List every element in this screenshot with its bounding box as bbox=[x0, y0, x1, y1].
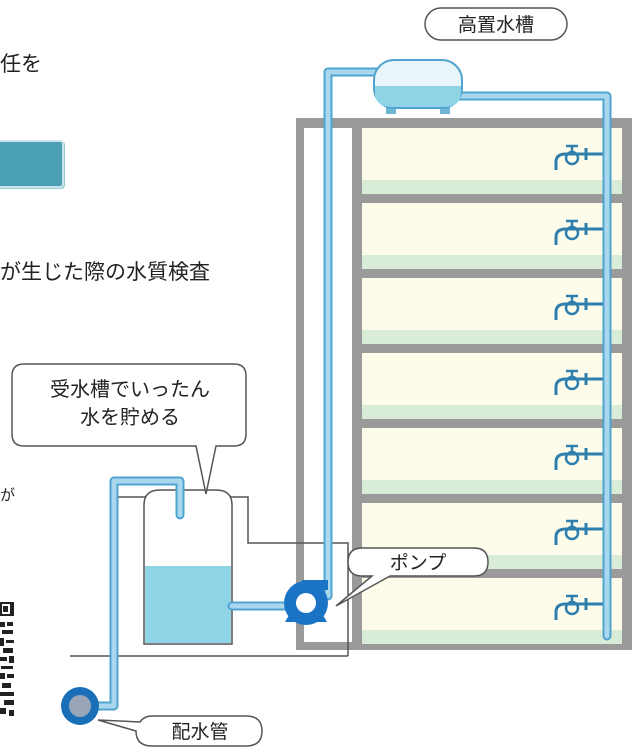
receiving-tank-label-line1: 受水槽でいったん bbox=[50, 377, 210, 401]
floor bbox=[352, 278, 632, 353]
floor-group bbox=[352, 128, 632, 644]
article-text-line-1: 任を bbox=[0, 52, 42, 76]
qr-code bbox=[0, 600, 16, 718]
callout-receiving-tank: 受水槽でいったん 水を貯める bbox=[11, 363, 247, 495]
water-main-label: 配水管 bbox=[171, 721, 228, 743]
pump-label: ポンプ bbox=[390, 552, 446, 574]
receiving-tank bbox=[143, 489, 233, 645]
callout-elevated-tank: 高置水槽 bbox=[424, 7, 568, 41]
faucet-icon bbox=[554, 369, 603, 395]
faucet-icon bbox=[554, 219, 603, 245]
faucet-icon bbox=[554, 144, 603, 170]
callout-water-main: 配水管 bbox=[97, 715, 263, 747]
floor bbox=[352, 203, 632, 278]
article-text-line-2: が生じた際の水質検査 bbox=[0, 260, 210, 284]
floor bbox=[352, 353, 632, 428]
callout-pump: ポンプ bbox=[335, 547, 489, 607]
faucet-icon bbox=[554, 294, 603, 320]
elevated-tank bbox=[373, 59, 463, 114]
floor bbox=[352, 428, 632, 503]
faucet-icon bbox=[554, 594, 603, 620]
section-heading-button[interactable] bbox=[0, 140, 64, 188]
faucet-icon bbox=[554, 519, 603, 545]
water-main-pipe bbox=[61, 687, 99, 725]
faucet-icon bbox=[554, 444, 603, 470]
pump-icon bbox=[284, 580, 328, 625]
floor bbox=[352, 128, 632, 203]
elevated-tank-label: 高置水槽 bbox=[458, 14, 534, 36]
floor bbox=[362, 578, 622, 644]
article-text-line-3: が bbox=[0, 486, 16, 504]
receiving-tank-label-line2: 水を貯める bbox=[80, 405, 180, 429]
